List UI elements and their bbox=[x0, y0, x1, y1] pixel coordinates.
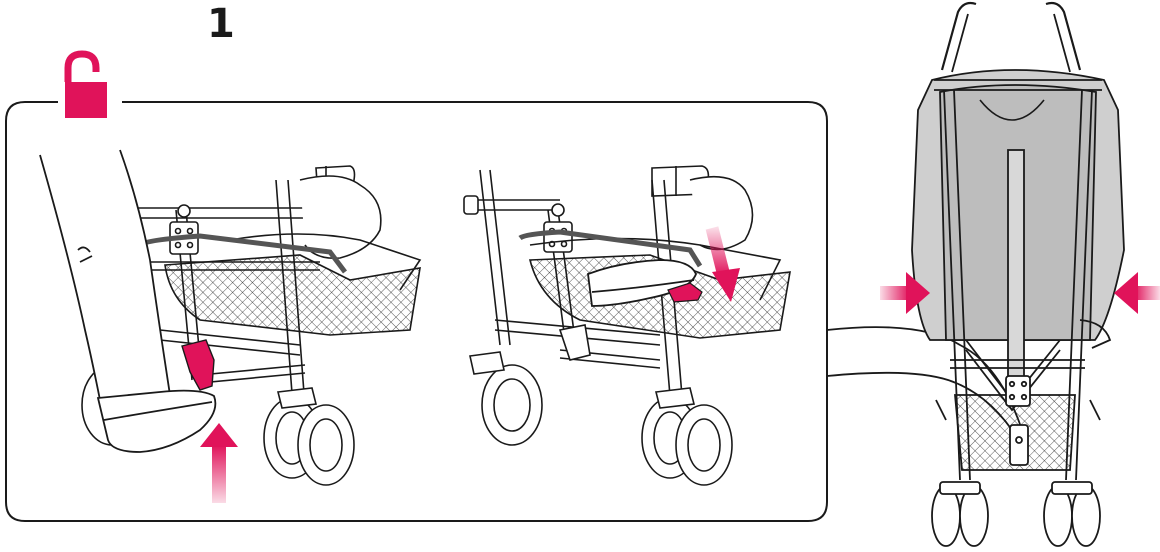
release-pedal bbox=[182, 340, 214, 390]
stroller-back-view bbox=[912, 3, 1124, 546]
stroller-folding-frame-center bbox=[464, 166, 790, 485]
wheel bbox=[264, 388, 354, 485]
wheel bbox=[470, 352, 732, 485]
arrow-up-icon bbox=[200, 423, 238, 503]
unlock-padlock-icon bbox=[65, 54, 107, 118]
arrow-left-icon bbox=[1114, 272, 1160, 314]
wheel bbox=[932, 482, 1100, 546]
